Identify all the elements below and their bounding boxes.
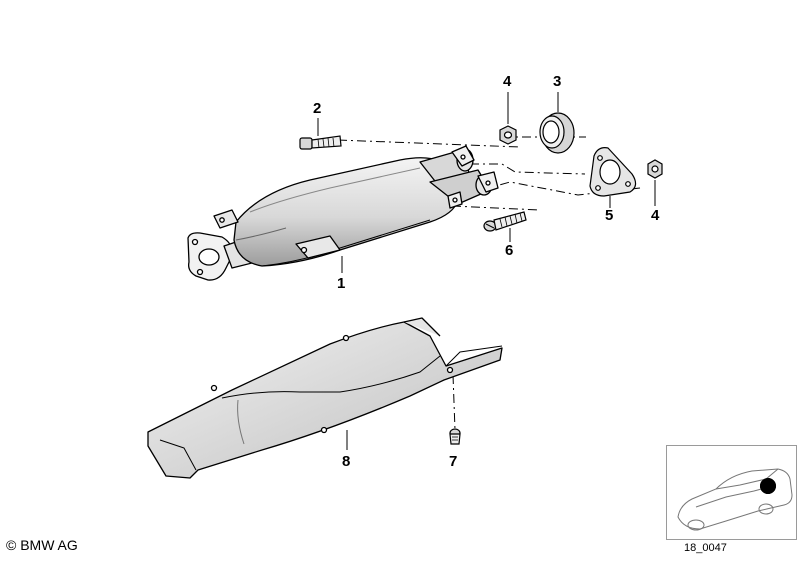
callout-4-upper[interactable]: 4 (503, 73, 512, 90)
diagram-id: 18_0047 (684, 542, 727, 554)
left-flange-port (198, 248, 220, 266)
catalytic-converter[interactable] (187, 145, 499, 281)
bolt-part-2[interactable] (299, 118, 342, 150)
nut-part-4-right[interactable] (647, 159, 663, 206)
callout-7[interactable]: 7 (449, 453, 458, 470)
gasket-part-5[interactable] (589, 147, 637, 208)
bolt-part-7[interactable] (449, 428, 461, 445)
sealing-ring-part-3[interactable] (539, 92, 575, 154)
nut-part-4-upper[interactable] (499, 92, 517, 145)
screw-part-6[interactable] (483, 211, 527, 242)
heat-shield-part-8[interactable] (147, 317, 503, 479)
callout-2[interactable]: 2 (313, 100, 322, 117)
callout-6[interactable]: 6 (505, 242, 514, 259)
copyright-text: © BMW AG (6, 537, 78, 553)
callout-8[interactable]: 8 (342, 453, 351, 470)
callout-4-right[interactable]: 4 (651, 207, 660, 224)
callout-3[interactable]: 3 (553, 73, 562, 90)
callout-1[interactable]: 1 (337, 275, 346, 292)
converter-body (233, 157, 459, 267)
callout-5[interactable]: 5 (605, 207, 614, 224)
